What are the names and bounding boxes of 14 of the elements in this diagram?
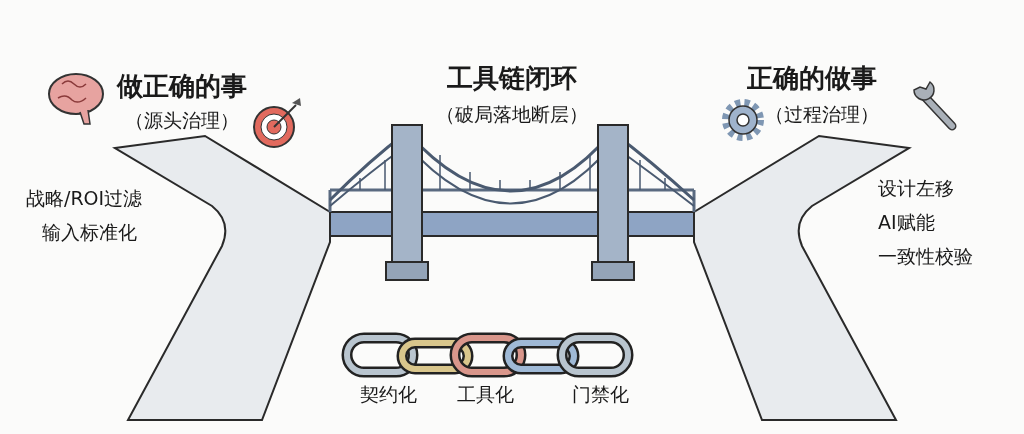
item-text: AI赋能: [878, 212, 935, 233]
heading-text: 正确的做事: [747, 64, 877, 93]
subheading-text: （破局落地断层）: [436, 104, 588, 125]
item-text: 输入标准化: [42, 222, 137, 243]
chain-label: 门禁化: [571, 384, 629, 405]
heading-text: 工具链闭环: [447, 64, 577, 93]
heading-text: 做正确的事: [117, 72, 247, 101]
subheading-text: （过程治理）: [765, 104, 879, 125]
chain-label: 工具化: [456, 384, 514, 405]
chain-label: 契约化: [359, 384, 417, 405]
subheading-text: （源头治理）: [125, 110, 239, 131]
item-text: 一致性校验: [878, 246, 973, 267]
item-text: 战略/ROI过滤: [26, 188, 143, 209]
item-text: 设计左移: [878, 178, 954, 199]
